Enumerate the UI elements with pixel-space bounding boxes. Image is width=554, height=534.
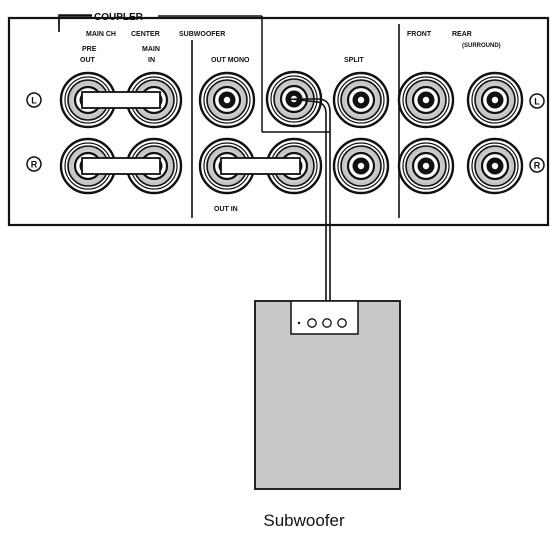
coupler-plate-center — [220, 157, 301, 175]
svg-text:L: L — [31, 96, 37, 106]
subwoofer-input-jack — [337, 318, 347, 328]
subwoofer: Subwoofer — [254, 300, 401, 530]
rca-jacks — [59, 70, 524, 195]
svg-text:L: L — [534, 97, 540, 107]
subwoofer-input-jack — [307, 318, 317, 328]
front-left-jack[interactable] — [397, 71, 455, 129]
front-label: FRONT — [407, 31, 432, 38]
svg-text:R: R — [534, 161, 541, 171]
out-mono-label: OUT MONO — [211, 57, 250, 64]
coupler-plates — [81, 91, 301, 175]
left-marker-left: L — [26, 92, 42, 108]
right-marker-right: R — [529, 157, 545, 173]
svg-text:R: R — [31, 160, 38, 170]
split-right-jack[interactable] — [332, 137, 390, 195]
center-out-jack[interactable] — [198, 71, 256, 129]
subwoofer-caption: Subwoofer — [263, 511, 345, 530]
out-label: OUT — [80, 57, 96, 64]
panel-labels: COUPLER MAIN CH CENTER SUBWOOFER PRE OUT… — [80, 12, 501, 213]
coupler-plate-left — [81, 91, 161, 109]
main-label: MAIN — [142, 46, 160, 53]
rear-left-jack[interactable] — [466, 71, 524, 129]
out-in-label: OUT IN — [214, 206, 238, 213]
rear-label: REAR — [452, 31, 472, 38]
subwoofer-input-plate — [290, 300, 359, 335]
left-marker-right: L — [529, 93, 545, 109]
rear-right-jack[interactable] — [466, 137, 524, 195]
front-right-jack[interactable] — [397, 137, 455, 195]
subwoofer-cable — [294, 98, 331, 302]
pre-label: PRE — [82, 46, 97, 53]
coupler-label: COUPLER — [94, 12, 144, 23]
right-marker-left: R — [26, 156, 42, 172]
split-label: SPLIT — [344, 57, 365, 64]
coupler-plate-right — [81, 157, 161, 175]
split-left-jack[interactable] — [332, 71, 390, 129]
main-ch-label: MAIN CH — [86, 31, 116, 38]
subwoofer-label: SUBWOOFER — [179, 31, 225, 38]
center-label: CENTER — [131, 31, 160, 38]
in-label: IN — [148, 57, 155, 64]
surround-label: (SURROUND) — [462, 43, 501, 49]
subwoofer-input-jack — [322, 318, 332, 328]
